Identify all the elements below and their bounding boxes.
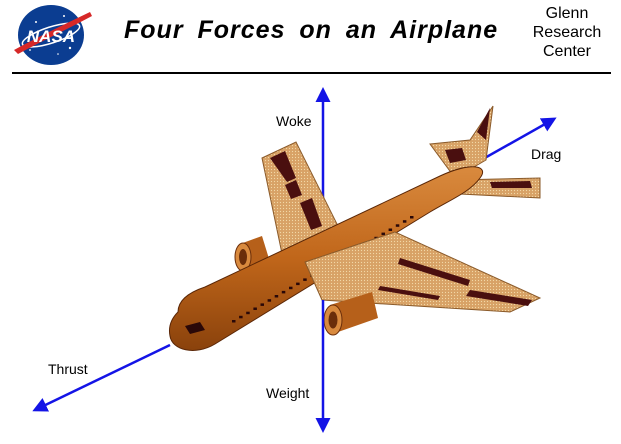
weight-label: Weight: [266, 385, 309, 401]
right-wing: [304, 231, 542, 313]
center-line-2: Research: [532, 24, 602, 41]
window: [260, 303, 264, 306]
vertical-tail: [429, 105, 494, 179]
center-name: Glenn Research Center: [527, 4, 607, 61]
window: [388, 228, 393, 231]
header-divider: [12, 72, 611, 74]
window: [303, 278, 307, 281]
page-header: NASA Four Forces on an Airplane Glenn Re…: [0, 0, 621, 74]
window: [281, 290, 286, 294]
forces-diagram: Woke Drag Thrust Weight: [32, 87, 561, 433]
window: [253, 307, 257, 310]
page-title: Four Forces on an Airplane: [124, 16, 499, 44]
window: [246, 311, 250, 315]
window: [232, 320, 236, 323]
window: [402, 220, 407, 223]
window: [395, 224, 400, 227]
drag-label: Drag: [531, 146, 561, 162]
thrust-arrow: [32, 343, 171, 412]
center-line-1: Glenn: [545, 5, 589, 22]
lift-label: Woke: [276, 113, 312, 129]
nasa-logo-text: NASA: [27, 27, 75, 46]
nasa-logo: NASA: [14, 5, 92, 65]
window: [410, 216, 414, 219]
window: [267, 299, 272, 302]
thrust-label: Thrust: [48, 361, 88, 377]
center-line-3: Center: [542, 43, 592, 60]
window: [239, 315, 243, 319]
window: [381, 232, 385, 236]
window: [274, 295, 279, 298]
window: [296, 282, 300, 286]
right-engine: [323, 292, 378, 336]
window: [289, 286, 293, 290]
